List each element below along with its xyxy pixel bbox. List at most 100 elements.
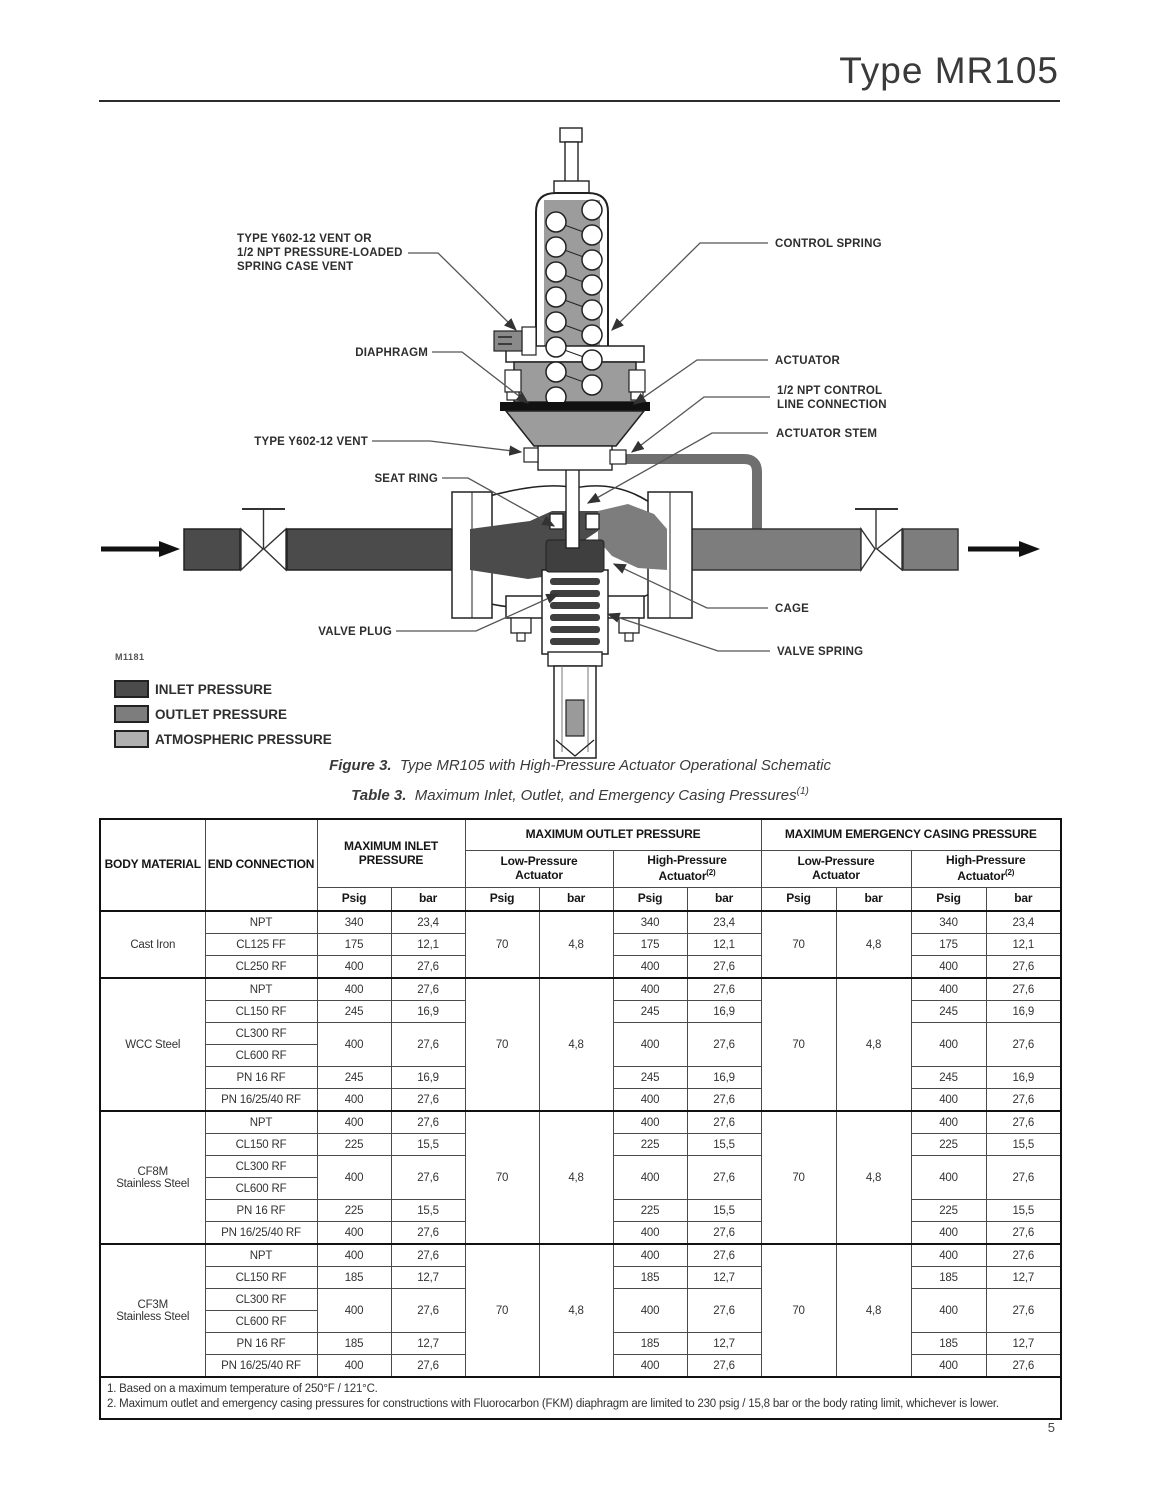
label-cage: CAGE (775, 603, 809, 615)
cell-hp-emergency-psig: 400 (910, 1243, 987, 1267)
outlet-passage (598, 504, 667, 570)
cell-hp-emergency-psig: 185 (910, 1332, 987, 1355)
header-body-material: BODY MATERIAL (99, 818, 206, 912)
cell-end-connection: CL600 RF (204, 1044, 318, 1067)
label-valve-spring: VALVE SPRING (777, 646, 863, 658)
cell-hp-outlet-psig: 400 (612, 1110, 688, 1134)
cell-hp-outlet-bar: 12,7 (686, 1266, 762, 1289)
cell-hp-outlet-bar: 15,5 (686, 1199, 762, 1222)
cell-inlet-psig: 400 (316, 1243, 392, 1267)
page-title: Type MR105 (839, 50, 1059, 91)
cell-end-connection: CL600 RF (204, 1310, 318, 1333)
cell-inlet-bar: 15,5 (390, 1199, 466, 1222)
inlet-hand-valve (240, 527, 265, 572)
cell-lp-outlet-bar: 4,8 (538, 910, 614, 979)
valve-spring-drawing (550, 590, 600, 597)
cell-end-connection: CL600 RF (204, 1177, 318, 1200)
header-psig: Psig (316, 887, 392, 912)
cell-inlet-bar: 27,6 (390, 1022, 466, 1067)
control-line-fitting (609, 449, 627, 465)
cell-end-connection: PN 16/25/40 RF (204, 1354, 318, 1378)
cell-hp-emergency-psig: 400 (910, 1088, 987, 1112)
cell-inlet-bar: 23,4 (390, 910, 466, 934)
cell-inlet-psig: 225 (316, 1133, 392, 1156)
cell-inlet-bar: 27,6 (390, 1243, 466, 1267)
cell-end-connection: NPT (204, 910, 318, 934)
cell-end-connection: NPT (204, 1110, 318, 1134)
cell-hp-emergency-psig: 400 (910, 1354, 987, 1378)
svg-text:SPRING CASE VENT: SPRING CASE VENT (237, 261, 353, 273)
label-diaphragm: DIAPHRAGM (355, 347, 428, 359)
cell-hp-emergency-bar: 27,6 (985, 1088, 1062, 1112)
diaphragm-drawing (500, 402, 650, 411)
cell-hp-emergency-psig: 400 (910, 1155, 987, 1200)
cell-end-connection: PN 16/25/40 RF (204, 1088, 318, 1112)
cell-lp-emergency-bar: 4,8 (835, 1110, 912, 1245)
cell-inlet-bar: 27,6 (390, 977, 466, 1001)
vent-fitting-upper (493, 330, 523, 352)
operational-schematic: TYPE Y602-12 VENT OR 1/2 NPT PRESSURE-LO… (101, 127, 1040, 759)
cell-lp-outlet-bar: 4,8 (538, 1110, 614, 1245)
svg-text:LINE CONNECTION: LINE CONNECTION (777, 399, 887, 411)
cell-hp-emergency-psig: 400 (910, 1288, 987, 1333)
cell-lp-emergency-psig: 70 (760, 1110, 837, 1245)
label-valve-plug: VALVE PLUG (318, 626, 392, 638)
leader-cage (612, 563, 768, 609)
legend-label-outlet: OUTLET PRESSURE (155, 707, 287, 722)
legend-swatch-atmospheric (114, 730, 149, 748)
cell-hp-emergency-psig: 400 (910, 1221, 987, 1245)
cell-inlet-bar: 12,7 (390, 1266, 466, 1289)
cell-hp-emergency-psig: 340 (910, 910, 987, 934)
legend-swatch-outlet (114, 705, 149, 723)
cell-end-connection: CL300 RF (204, 1022, 318, 1045)
table-caption-label: Table 3. (351, 787, 407, 804)
leader-seat-ring (442, 477, 556, 527)
cell-hp-emergency-bar: 15,5 (985, 1199, 1062, 1222)
cell-hp-outlet-bar: 15,5 (686, 1133, 762, 1156)
cell-lp-emergency-psig: 70 (760, 977, 837, 1112)
cell-hp-emergency-bar: 27,6 (985, 1288, 1062, 1333)
cell-hp-emergency-bar: 12,1 (985, 933, 1062, 956)
cell-lp-emergency-psig: 70 (760, 1243, 837, 1378)
cell-lp-emergency-bar: 4,8 (835, 1243, 912, 1378)
cell-end-connection: CL150 RF (204, 1266, 318, 1289)
actuator-lower-casing (504, 410, 646, 447)
cell-hp-emergency-bar: 16,9 (985, 1066, 1062, 1089)
cell-hp-emergency-psig: 400 (910, 1022, 987, 1067)
cell-hp-emergency-psig: 185 (910, 1266, 987, 1289)
cell-hp-emergency-bar: 16,9 (985, 1000, 1062, 1023)
cell-hp-outlet-bar: 12,1 (686, 933, 762, 956)
cell-hp-outlet-bar: 27,6 (686, 977, 762, 1001)
header-bar: bar (390, 887, 466, 912)
cell-inlet-psig: 175 (316, 933, 392, 956)
header-hp-outlet: High-Pressure Actuator(2) (612, 850, 762, 888)
cell-lp-outlet-psig: 70 (464, 1110, 540, 1245)
figure-caption: Figure 3. Type MR105 with High-Pressure … (100, 757, 1060, 774)
cell-hp-emergency-psig: 400 (910, 977, 987, 1001)
cell-hp-outlet-bar: 12,7 (686, 1332, 762, 1355)
label-actuator-stem: ACTUATOR STEM (776, 428, 877, 440)
page-number: 5 (1047, 1420, 1055, 1435)
cell-body-material: WCC Steel (99, 977, 206, 1112)
cell-lp-emergency-bar: 4,8 (835, 977, 912, 1112)
cell-hp-emergency-bar: 27,6 (985, 955, 1062, 979)
cell-end-connection: CL300 RF (204, 1155, 318, 1178)
cell-hp-outlet-bar: 27,6 (686, 1088, 762, 1112)
table-caption: Table 3. Maximum Inlet, Outlet, and Emer… (351, 786, 809, 804)
figure-caption-label: Figure 3. (329, 757, 392, 774)
legend-label-atmospheric: ATMOSPHERIC PRESSURE (155, 732, 332, 747)
cell-inlet-psig: 225 (316, 1199, 392, 1222)
cell-inlet-psig: 245 (316, 1000, 392, 1023)
figure-caption-text: Type MR105 with High-Pressure Actuator O… (399, 757, 831, 774)
table-footnotes: 1. Based on a maximum temperature of 250… (99, 1376, 1062, 1420)
